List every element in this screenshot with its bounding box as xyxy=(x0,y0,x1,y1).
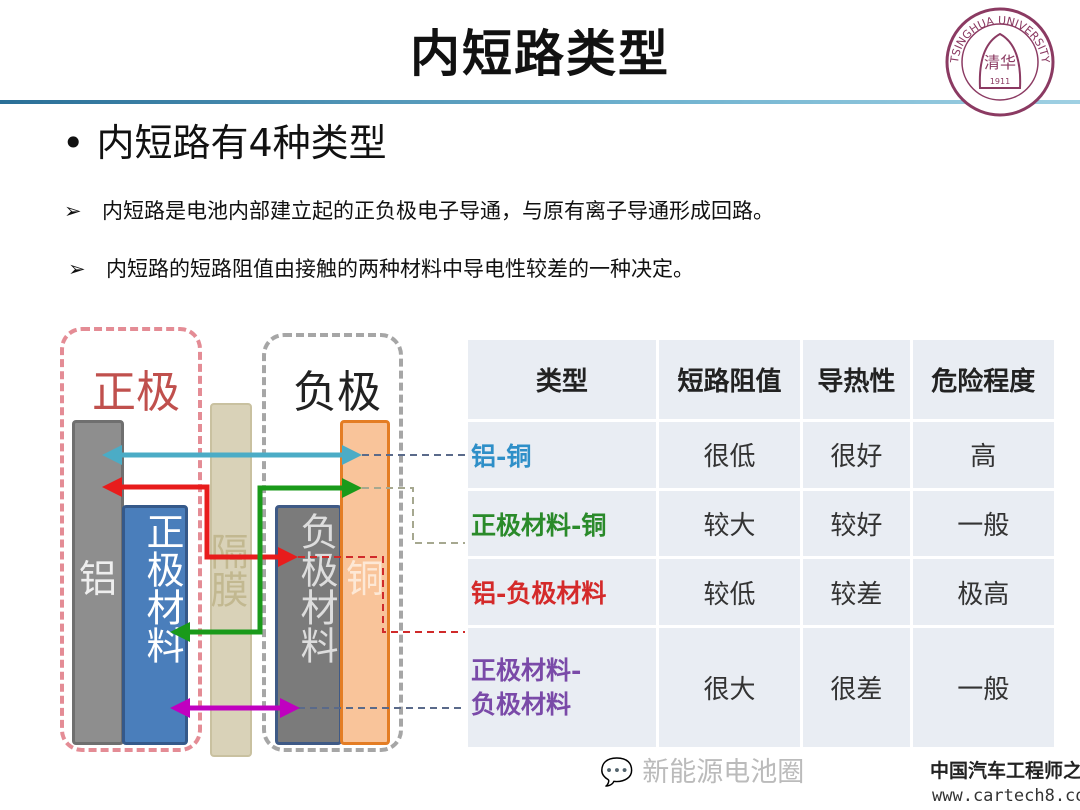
arrow-bullet-icon: ➢ xyxy=(68,257,86,281)
title-divider xyxy=(0,100,1080,104)
main-bullet: • 内短路有4种类型 xyxy=(62,121,387,165)
sub-bullet-text: 内短路是电池内部建立起的正负极电子导通，与原有离子导通形成回路。 xyxy=(102,199,774,223)
table-header-row: 类型 短路阻值 导热性 危险程度 xyxy=(465,337,1058,422)
site-watermark-url: www.cartech8.com xyxy=(932,786,1080,806)
arrow-cathode-cu xyxy=(170,478,362,642)
cell-danger: 一般 xyxy=(909,625,1058,750)
svg-text:1911: 1911 xyxy=(990,77,1010,86)
cell-resistance: 很低 xyxy=(655,419,804,491)
cell-danger: 极高 xyxy=(909,556,1058,629)
header-thermal: 导热性 xyxy=(800,337,913,422)
site-watermark-cn: 中国汽车工程师之家 xyxy=(930,760,1080,782)
wechat-icon: 💬 xyxy=(600,757,634,788)
header-danger: 危险程度 xyxy=(909,337,1058,422)
cell-type-line: 正极材料- xyxy=(471,655,582,685)
leader-line-cathode-cu xyxy=(362,487,465,544)
negative-label: 负极 xyxy=(293,367,381,418)
wechat-watermark-text: 新能源电池圈 xyxy=(642,757,805,788)
table-row: 正极材料- 负极材料 很大 很差 一般 xyxy=(465,625,1058,750)
cell-resistance: 较低 xyxy=(655,556,804,629)
leader-line-al-anode xyxy=(298,556,465,633)
cell-type-line: 负极材料 xyxy=(471,689,572,719)
cell-thermal: 很好 xyxy=(800,419,913,491)
header-resistance: 短路阻值 xyxy=(655,337,804,422)
positive-label: 正极 xyxy=(92,367,180,418)
cell-type: 正极材料- 负极材料 xyxy=(465,625,659,750)
short-circuit-type-table: 类型 短路阻值 导热性 危险程度 铝-铜 很低 很好 高 正极材料-铜 较大 较… xyxy=(465,337,1058,750)
cell-danger: 一般 xyxy=(909,487,1058,560)
header-type: 类型 xyxy=(465,337,659,422)
sub-bullet: ➢ 内短路的短路阻值由接触的两种材料中导电性较差的一种决定。 xyxy=(68,253,694,283)
wechat-watermark: 💬 新能源电池圈 xyxy=(600,757,804,789)
svg-text:清华: 清华 xyxy=(984,53,1016,72)
arrow-bullet-icon: ➢ xyxy=(64,199,82,223)
cell-type: 铝-铜 xyxy=(465,419,659,491)
table-row: 正极材料-铜 较大 较好 一般 xyxy=(465,487,1058,560)
sub-bullet-text: 内短路的短路阻值由接触的两种材料中导电性较差的一种决定。 xyxy=(106,257,694,281)
table-row: 铝-负极材料 较低 较差 极高 xyxy=(465,556,1058,629)
tsinghua-logo: 清华 1911 TSINGHUA UNIVERSITY xyxy=(945,7,1055,117)
cell-thermal: 很差 xyxy=(800,625,913,750)
cell-type: 铝-负极材料 xyxy=(465,556,659,629)
cell-resistance: 很大 xyxy=(655,625,804,750)
table-row: 铝-铜 很低 很好 高 xyxy=(465,419,1058,491)
cell-resistance: 较大 xyxy=(655,487,804,560)
cell-type: 正极材料-铜 xyxy=(465,487,659,560)
cell-thermal: 较好 xyxy=(800,487,913,560)
cell-thermal: 较差 xyxy=(800,556,913,629)
cell-danger: 高 xyxy=(909,419,1058,491)
aluminum-foil xyxy=(72,420,124,745)
slide-title: 内短路类型 xyxy=(410,25,670,83)
main-bullet-text: 内短路有4种类型 xyxy=(96,121,387,165)
sub-bullet: ➢ 内短路是电池内部建立起的正负极电子导通，与原有离子导通形成回路。 xyxy=(64,195,774,225)
